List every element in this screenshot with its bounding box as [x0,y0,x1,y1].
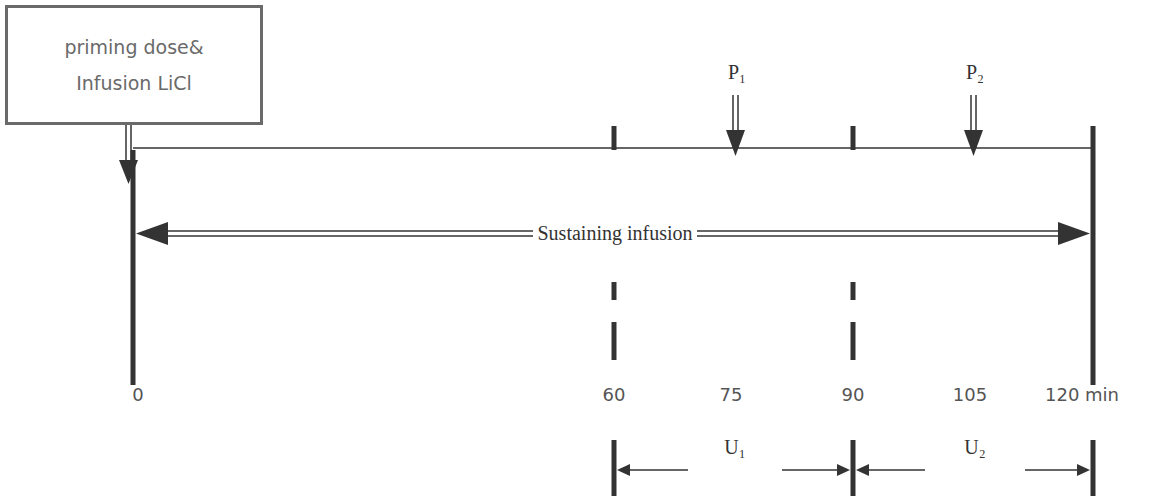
timeline-label: U₂ [964,436,985,458]
timeline-label: P₁ [728,61,746,83]
timeline-label: 0 [132,385,143,405]
timeline-label: U₁ [724,436,745,458]
process-box: priming dose& Infusion LiCl [5,5,263,125]
timeline-label: 75 [720,385,743,405]
timeline-label: P₂ [966,61,984,83]
timeline-label: 90 [842,385,865,405]
box-text: priming dose& Infusion LiCl [39,29,229,101]
timeline-label: Sustaining infusion [533,222,696,244]
timeline-label: 60 [603,385,626,405]
timeline-label: 105 [953,385,987,405]
timeline-label: 120 min [1045,385,1119,405]
